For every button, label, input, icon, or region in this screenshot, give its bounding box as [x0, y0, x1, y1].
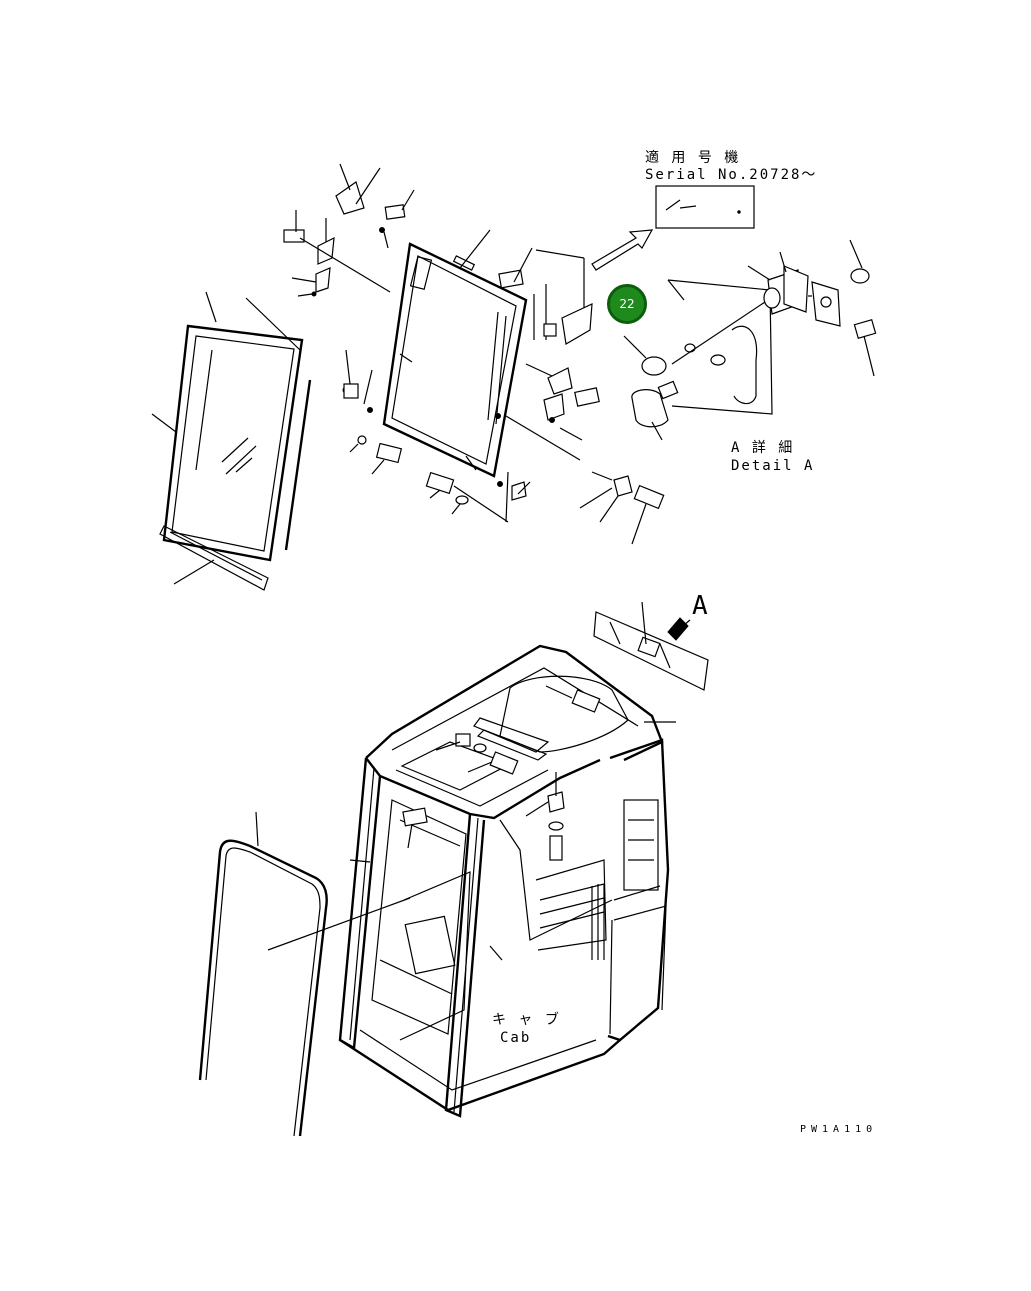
cab-label-jp: キ ャ ブ — [492, 1012, 561, 1028]
serial-box — [591, 185, 755, 271]
serial-label-jp: 適 用 号 機 — [645, 150, 741, 166]
bottom-bolts — [425, 471, 665, 545]
window-frame — [367, 229, 528, 487]
window-glass-assembly — [151, 291, 312, 591]
hinge-set-upper — [283, 163, 415, 297]
callout-22[interactable]: 22 — [607, 284, 647, 324]
cab-body — [267, 601, 709, 1118]
detail-label-jp: A 詳 細 — [731, 440, 795, 456]
hinge-set-right — [342, 247, 600, 475]
detail-a — [623, 239, 877, 441]
detail-label-en: Detail A — [731, 458, 815, 474]
view-letter-a: A — [692, 591, 708, 621]
cab-label-en: Cab — [500, 1030, 532, 1046]
drawing-code: PW1A110 — [800, 1124, 878, 1135]
door-weatherstrip — [198, 811, 328, 1137]
serial-label-en: Serial No.20728～ — [645, 167, 818, 183]
